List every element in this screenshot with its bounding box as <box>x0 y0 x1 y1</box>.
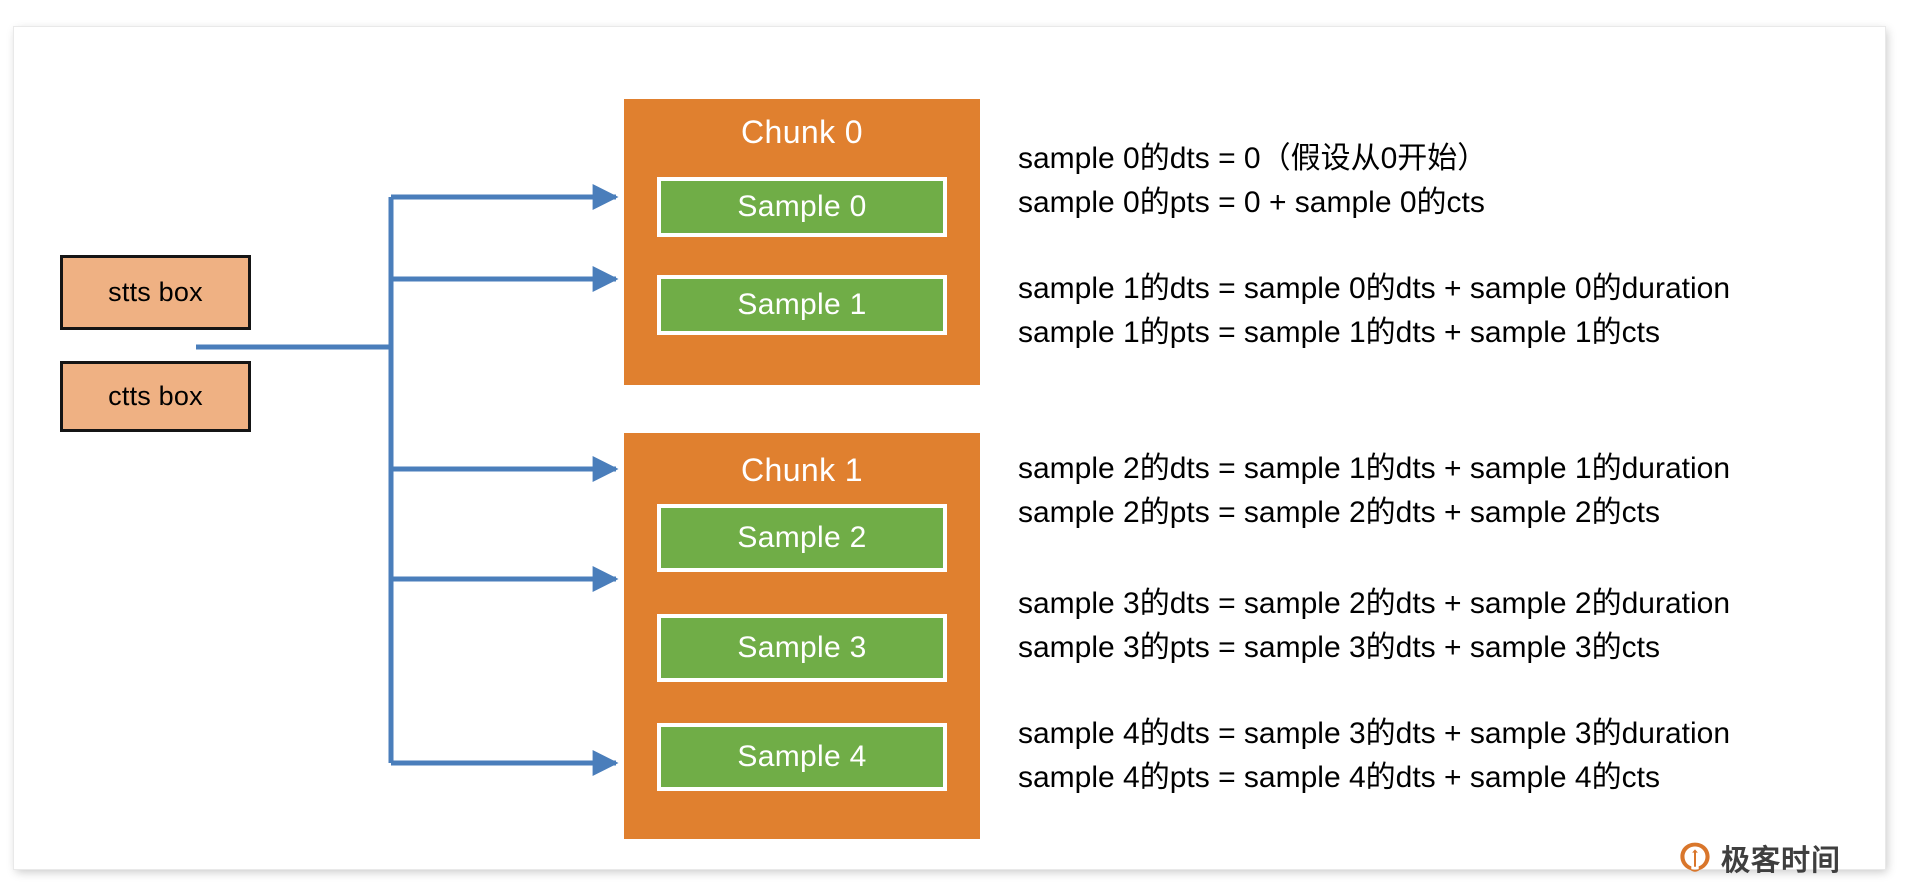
chunk-0-container[interactable]: Chunk 0 Sample 0 Sample 1 <box>624 99 980 385</box>
formula-block-sample-3: sample 3的dts = sample 2的dts + sample 2的d… <box>1018 582 1730 670</box>
formula-block-sample-4: sample 4的dts = sample 3的dts + sample 3的d… <box>1018 712 1730 800</box>
sample-box-4[interactable]: Sample 4 <box>657 723 947 791</box>
ctts-box[interactable]: ctts box <box>60 361 251 432</box>
chunk-1-title: Chunk 1 <box>741 452 863 488</box>
chunk-1-container[interactable]: Chunk 1 Sample 2 Sample 3 Sample 4 <box>624 433 980 839</box>
slide-canvas: stts box ctts box Chunk 0 Sample 0 Sampl… <box>14 27 1885 877</box>
formula-line: sample 2的pts = sample 2的dts + sample 2的c… <box>1018 496 1660 529</box>
chunk-0-title: Chunk 0 <box>741 114 863 150</box>
formula-line: sample 3的dts = sample 2的dts + sample 2的d… <box>1018 587 1731 620</box>
formula-line: sample 1的dts = sample 0的dts + sample 0的d… <box>1018 272 1731 305</box>
formula-block-sample-2: sample 2的dts = sample 1的dts + sample 1的d… <box>1018 447 1730 535</box>
geektime-logo-icon <box>1678 841 1712 875</box>
formula-line: sample 4的dts = sample 3的dts + sample 3的d… <box>1018 717 1731 750</box>
sample-box-0[interactable]: Sample 0 <box>657 177 947 237</box>
formula-line: sample 0的pts = 0 + sample 0的cts <box>1018 186 1485 219</box>
formula-block-sample-1: sample 1的dts = sample 0的dts + sample 0的d… <box>1018 267 1730 355</box>
stts-box[interactable]: stts box <box>60 255 251 330</box>
formula-line: sample 3的pts = sample 3的dts + sample 3的c… <box>1018 631 1660 664</box>
sample-box-3[interactable]: Sample 3 <box>657 614 947 682</box>
formula-line: sample 2的dts = sample 1的dts + sample 1的d… <box>1018 452 1731 485</box>
formula-block-sample-0: sample 0的dts = 0（假设从0开始） sample 0的pts = … <box>1018 137 1487 225</box>
sample-box-1[interactable]: Sample 1 <box>657 275 947 335</box>
brand-watermark: 极客时间 <box>1678 837 1841 879</box>
formula-line: sample 1的pts = sample 1的dts + sample 1的c… <box>1018 316 1660 349</box>
sample-box-2[interactable]: Sample 2 <box>657 504 947 572</box>
brand-name: 极客时间 <box>1721 845 1842 877</box>
formula-line: sample 4的pts = sample 4的dts + sample 4的c… <box>1018 761 1660 794</box>
formula-line: sample 0的dts = 0（假设从0开始） <box>1018 142 1488 175</box>
